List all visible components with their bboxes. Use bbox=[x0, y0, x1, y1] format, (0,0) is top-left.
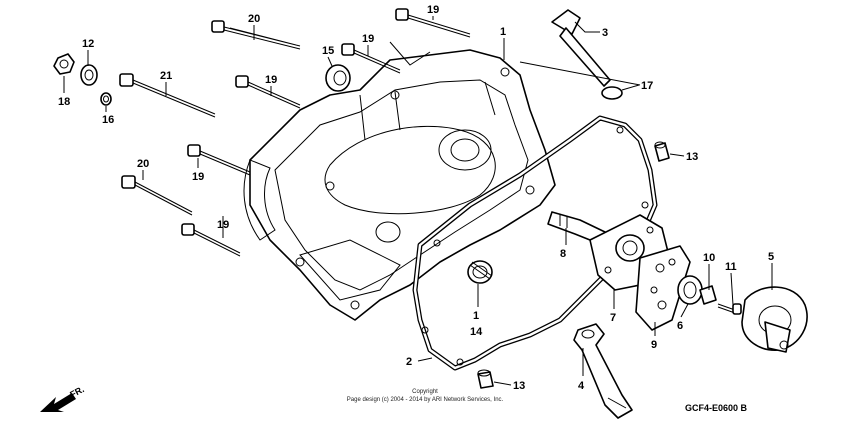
kick-arm-4 bbox=[573, 323, 633, 419]
bolt-19-lower bbox=[187, 144, 251, 176]
callout-12: 12 bbox=[82, 38, 94, 50]
cover-5 bbox=[741, 286, 808, 353]
callout-1-top: 1 bbox=[500, 26, 506, 38]
front-label: FR. bbox=[68, 384, 85, 400]
callout-20-lower: 20 bbox=[137, 158, 149, 170]
collar-10 bbox=[699, 285, 717, 305]
callout-18: 18 bbox=[58, 96, 70, 108]
callout-19-mid: 19 bbox=[362, 33, 374, 45]
callout-6: 6 bbox=[677, 320, 683, 332]
copyright-credit: Page design (c) 2004 - 2014 by ARI Netwo… bbox=[347, 397, 504, 403]
callout-3: 3 bbox=[602, 27, 608, 39]
bolt-19-left bbox=[235, 75, 301, 109]
callout-16: 16 bbox=[102, 114, 114, 126]
callout-9: 9 bbox=[651, 339, 657, 351]
seal-6 bbox=[677, 275, 703, 305]
callout-13-top: 13 bbox=[686, 151, 698, 163]
crankcase-cover bbox=[243, 49, 556, 321]
dowel-pin-13-upper bbox=[654, 141, 670, 162]
nut-18 bbox=[53, 53, 75, 75]
callout-13-bottom: 13 bbox=[513, 380, 525, 392]
callout-20-top: 20 bbox=[248, 13, 260, 25]
needle-bearing-14 bbox=[467, 260, 493, 284]
callout-21: 21 bbox=[160, 70, 172, 82]
oil-seal-15 bbox=[325, 64, 351, 92]
callout-4: 4 bbox=[578, 380, 585, 392]
callout-14: 14 bbox=[470, 326, 483, 338]
callout-19-left: 19 bbox=[265, 74, 277, 86]
bolt-19-bottom bbox=[181, 223, 241, 257]
callout-19-top: 19 bbox=[427, 4, 439, 16]
diagram-code: GCF4-E0600 B bbox=[685, 403, 748, 413]
leader-lines bbox=[63, 16, 773, 386]
callout-11: 11 bbox=[725, 261, 737, 273]
callout-15: 15 bbox=[322, 45, 334, 57]
dowel-pin-13-lower bbox=[477, 369, 494, 389]
bolt-21-long bbox=[119, 73, 216, 118]
o-ring-17 bbox=[601, 86, 623, 100]
callout-10: 10 bbox=[703, 252, 715, 264]
callout-17: 17 bbox=[641, 80, 653, 92]
copyright-label: Copyright bbox=[412, 389, 438, 395]
callout-7: 7 bbox=[610, 312, 616, 324]
bolt-19-top bbox=[395, 8, 471, 38]
bolt-20-lower bbox=[121, 175, 193, 216]
bolt-11 bbox=[717, 303, 742, 315]
washer-12 bbox=[80, 64, 98, 86]
front-arrow-icon: FR. bbox=[40, 384, 86, 412]
callout-19-lower: 19 bbox=[192, 171, 204, 183]
callout-1-lower: 1 bbox=[473, 310, 479, 322]
callout-5: 5 bbox=[768, 251, 774, 263]
bolt-19-middle bbox=[341, 43, 401, 74]
plate-9 bbox=[635, 245, 691, 331]
oil-filler-cap-3 bbox=[551, 9, 611, 87]
callout-2: 2 bbox=[406, 356, 412, 368]
washer-16 bbox=[100, 92, 112, 106]
bolt-20-top bbox=[211, 20, 301, 50]
callout-8: 8 bbox=[560, 248, 566, 260]
